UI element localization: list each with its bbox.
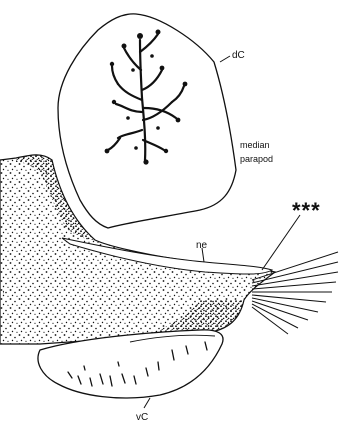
label-neuropodium: ne <box>196 240 208 251</box>
label-asterisks: *** <box>292 198 321 223</box>
label-ventral-cirrus: vC <box>136 412 148 423</box>
label-median-parapod-line2: parapod <box>240 154 273 164</box>
label-dorsal-cirrus: dC <box>232 50 245 61</box>
label-median-parapod-line1: median <box>240 140 270 150</box>
label-comma: , <box>2 284 5 295</box>
chaetae-bundle <box>252 252 338 334</box>
